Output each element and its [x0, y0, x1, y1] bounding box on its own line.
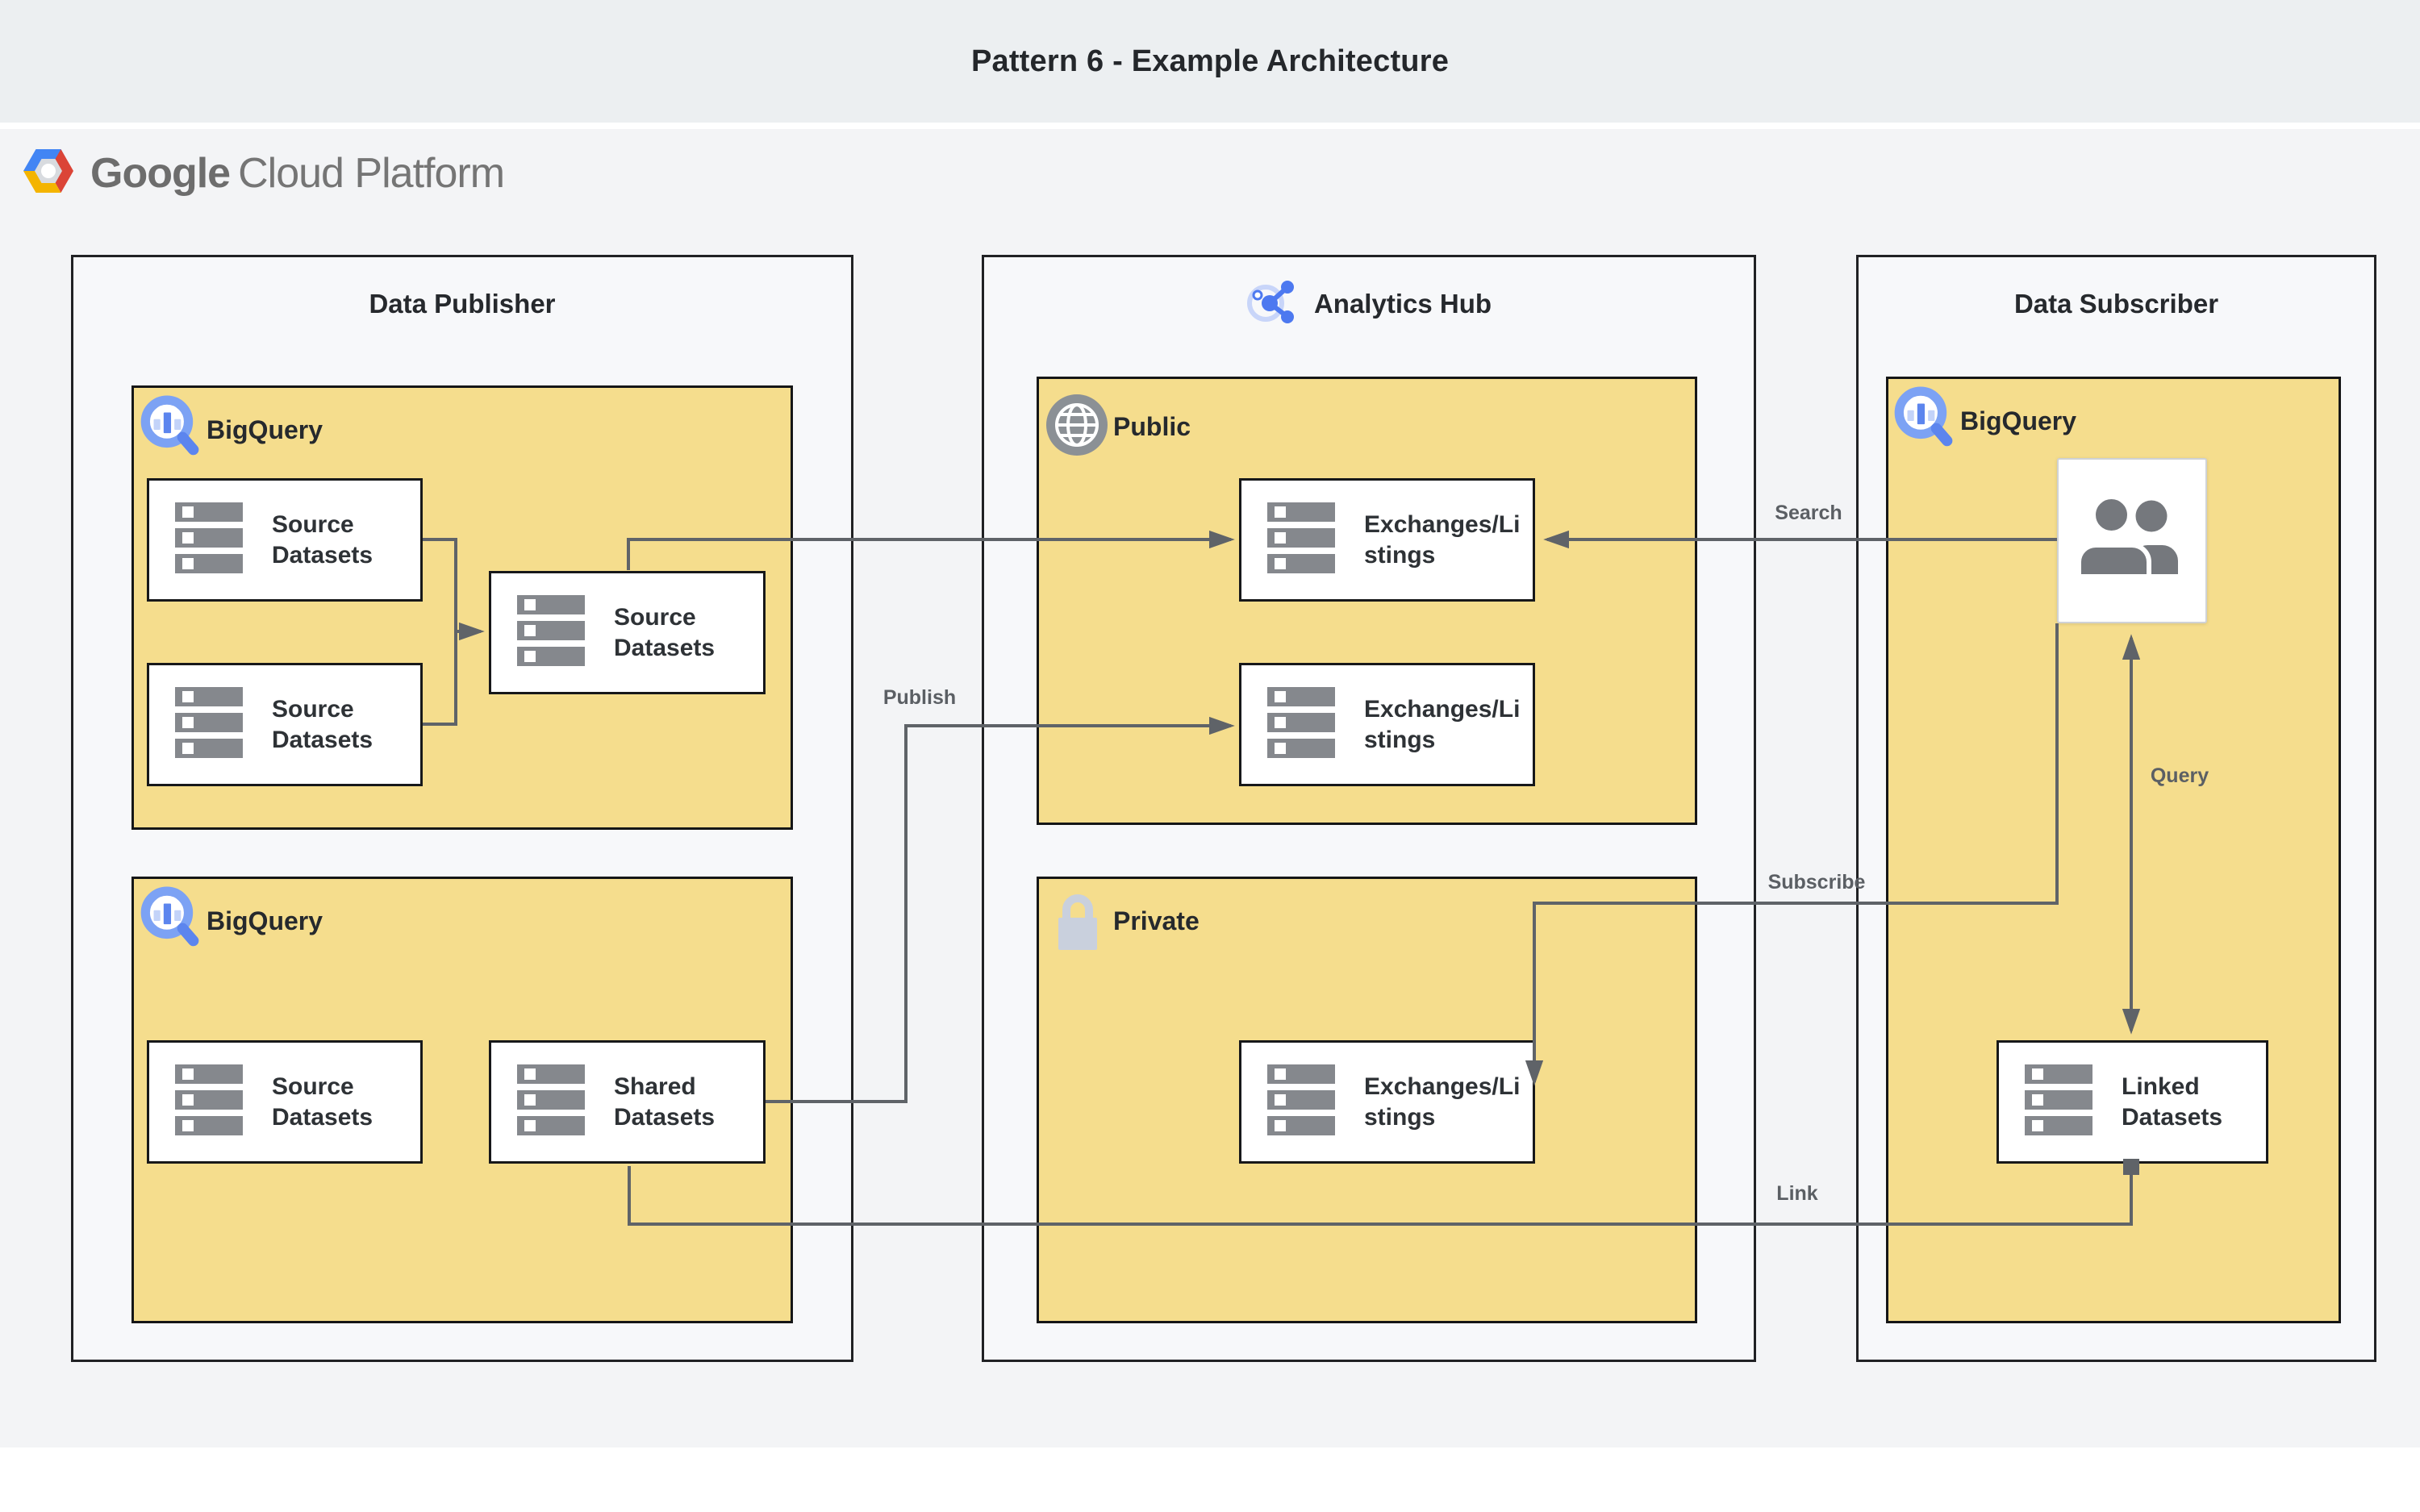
- logo-brand: Google: [90, 149, 231, 197]
- analytics-hub-title-text: Analytics Hub: [1313, 289, 1492, 319]
- datasets-icon: [175, 502, 243, 577]
- bigquery-icon: [139, 885, 200, 957]
- bigquery-bottom-label: BigQuery: [207, 906, 323, 935]
- public-header: Public: [1045, 394, 1191, 460]
- node-source-datasets-4: Source Datasets: [147, 1040, 423, 1164]
- edge-label-search: Search: [1775, 502, 1842, 524]
- datasets-icon: [517, 595, 585, 670]
- datasets-icon: [175, 1064, 243, 1139]
- node-shared-datasets: Shared Datasets: [489, 1040, 766, 1164]
- node-exchanges-listings-1: Exchanges/Listings: [1239, 478, 1535, 602]
- logo-product: Cloud Platform: [238, 149, 505, 197]
- bigquery-bottom-header: BigQuery: [139, 885, 323, 957]
- datasets-icon: [1267, 687, 1335, 762]
- private-header: Private: [1055, 885, 1200, 957]
- edge-label-publish: Publish: [882, 686, 957, 709]
- subscriber-bigquery-header: BigQuery: [1892, 385, 2076, 457]
- node-subscriber-users: [2057, 458, 2207, 623]
- datasets-icon: [175, 687, 243, 762]
- datasets-icon: [1267, 502, 1335, 577]
- node-label: Source Datasets: [272, 1073, 373, 1131]
- node-label: Exchanges/Listings: [1364, 511, 1521, 569]
- node-label: Source Datasets: [614, 604, 716, 661]
- node-exchanges-listings-2: Exchanges/Listings: [1239, 663, 1535, 786]
- gcp-hexagon-icon: [23, 148, 74, 198]
- private-label: Private: [1113, 906, 1200, 935]
- node-label: Source Datasets: [272, 511, 373, 569]
- node-source-datasets-1: Source Datasets: [147, 478, 423, 602]
- node-linked-datasets: Linked Datasets: [1996, 1040, 2268, 1164]
- bigquery-top-label: BigQuery: [207, 415, 323, 444]
- bigquery-top-header: BigQuery: [139, 394, 323, 466]
- edge-label-subscribe: Subscribe: [1767, 871, 1866, 893]
- public-label: Public: [1113, 412, 1191, 441]
- node-label: Linked Datasets: [2122, 1073, 2223, 1131]
- title-band: [0, 0, 2420, 123]
- analytics-hub-icon: [1246, 276, 1296, 332]
- node-label: Source Datasets: [272, 696, 373, 753]
- data-subscriber-title: Data Subscriber: [2013, 289, 2219, 319]
- users-icon: [2072, 485, 2193, 598]
- analytics-hub-title: Analytics Hub: [984, 280, 1754, 328]
- node-source-datasets-3: Source Datasets: [489, 571, 766, 694]
- node-source-datasets-2: Source Datasets: [147, 663, 423, 786]
- edge-label-query: Query: [2150, 764, 2209, 787]
- data-publisher-title: Data Publisher: [369, 289, 556, 319]
- edge-label-link: Link: [1776, 1182, 1818, 1205]
- page-title: Pattern 6 - Example Architecture: [970, 44, 1450, 78]
- datasets-icon: [1267, 1064, 1335, 1139]
- lock-icon: [1055, 885, 1100, 957]
- node-label: Exchanges/Listings: [1364, 1073, 1521, 1131]
- subscriber-bigquery-label: BigQuery: [1960, 406, 2077, 435]
- datasets-icon: [517, 1064, 585, 1139]
- globe-icon: [1045, 394, 1108, 460]
- bigquery-icon: [1892, 385, 1954, 457]
- node-label: Shared Datasets: [614, 1073, 716, 1131]
- datasets-icon: [2025, 1064, 2092, 1139]
- node-exchanges-listings-3: Exchanges/Listings: [1239, 1040, 1535, 1164]
- node-label: Exchanges/Listings: [1364, 696, 1521, 753]
- bigquery-icon: [139, 394, 200, 466]
